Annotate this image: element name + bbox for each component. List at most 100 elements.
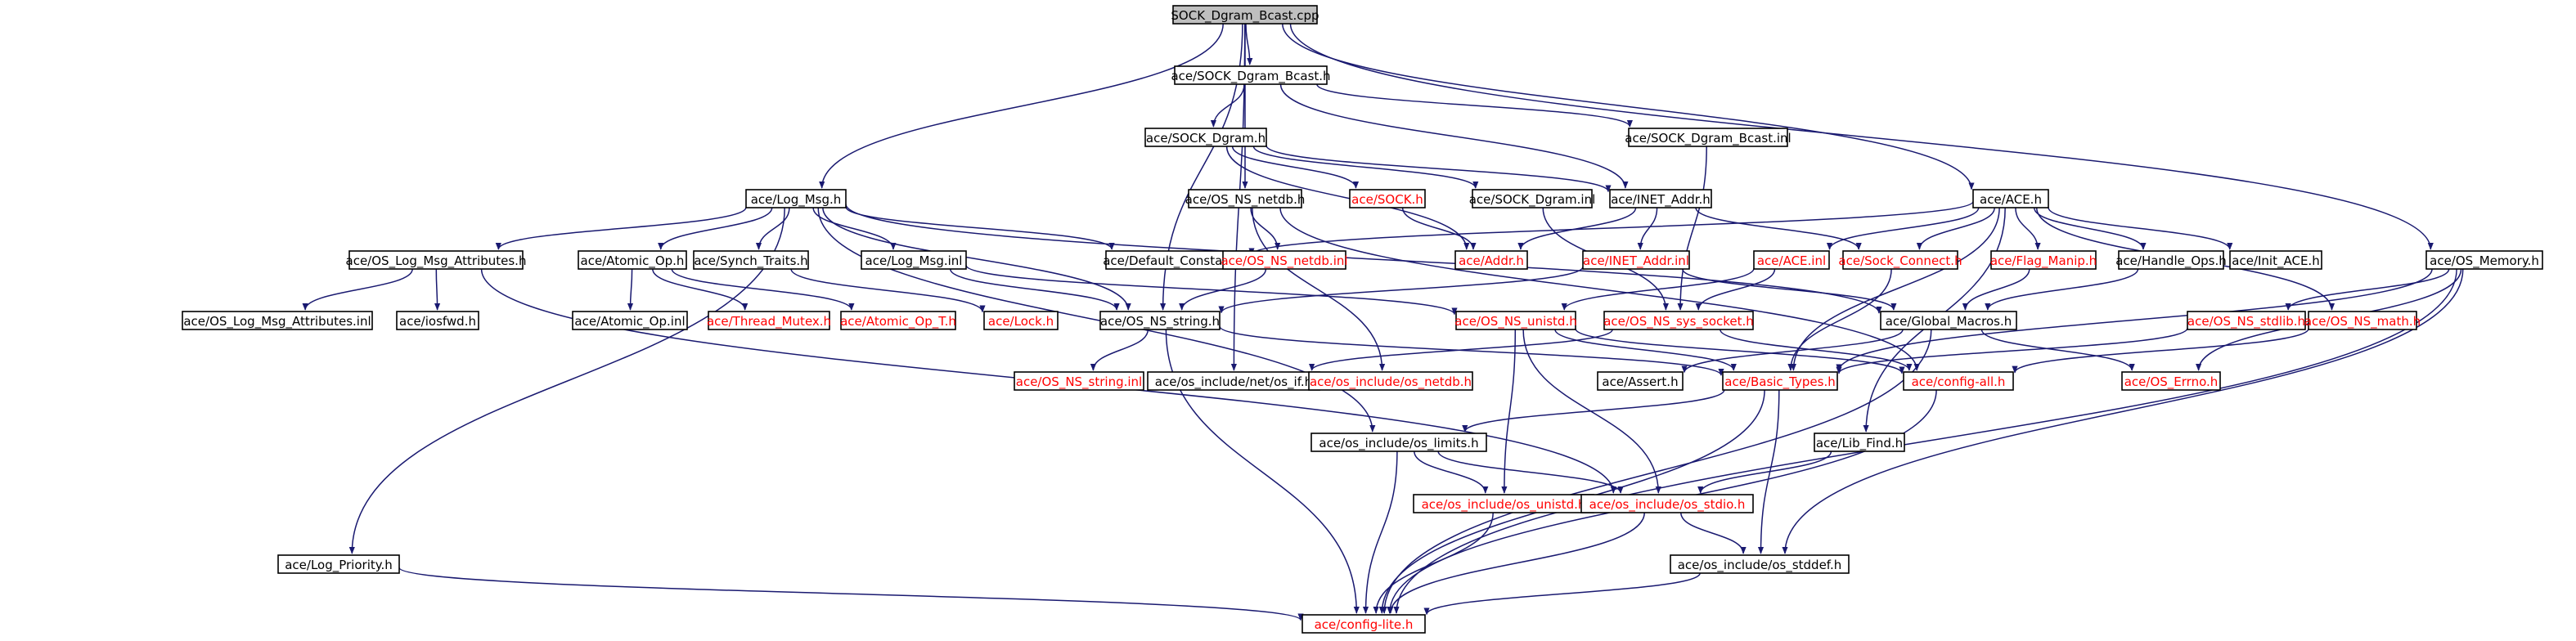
node-label: ace/Lib_Find.h [1816, 436, 1903, 451]
edge-global_macros_h-to-config_lite_h [1381, 329, 1932, 614]
node-ace-h[interactable]: ace/ACE.h [1972, 189, 2049, 208]
node-log-msg-h[interactable]: ace/Log_Msg.h [745, 189, 847, 208]
node-thread-mutex-h: ace/Thread_Mutex.h [707, 311, 831, 330]
node-label: ace/Basic_Types.h [1724, 374, 1835, 390]
edge-os_memory_h-to-os_stddef_h [1782, 268, 2464, 554]
node-label: ace/Atomic_Op.h [581, 253, 685, 269]
node-box [983, 311, 1059, 330]
node-box [1903, 371, 2014, 391]
edge-os_memory_h-to-config_lite_h [1393, 268, 2457, 614]
node-box [2425, 250, 2543, 270]
node-box [1814, 433, 1905, 452]
edge-handle_ops_h-to-global_macros_h [1985, 268, 2139, 311]
node-log-priority-h[interactable]: ace/Log_Priority.h [277, 554, 400, 574]
node-iosfwd-h[interactable]: ace/iosfwd.h [396, 311, 479, 330]
node-os-stddef-h[interactable]: ace/os_include/os_stddef.h [1670, 554, 1850, 574]
node-ace-inl: ace/ACE.inl [1753, 250, 1830, 270]
node-label: ace/ACE.inl [1757, 253, 1826, 268]
node-inet-addr-h[interactable]: ace/INET_Addr.h [1609, 189, 1712, 208]
edge-dgram_h-to-inet_addr_h [1266, 145, 1612, 193]
node-box [1880, 311, 2017, 330]
node-bcast-h[interactable]: ace/SOCK_Dgram_Bcast.h [1171, 65, 1331, 85]
node-box [2118, 250, 2224, 270]
node-label: ace/Assert.h [1602, 374, 1678, 389]
node-label: SOCK_Dgram_Bcast.cpp [1171, 8, 1319, 24]
node-root[interactable]: SOCK_Dgram_Bcast.cpp [1171, 5, 1319, 25]
edge-inet_addr_h-to-sock_connect_h [1695, 207, 1862, 250]
edge-inet_addr_inl-to-global_macros_h [1682, 268, 1897, 311]
node-label: ace/os_include/net/os_if.h [1155, 374, 1312, 390]
node-label: ace/OS_Memory.h [2430, 253, 2539, 269]
node-os-ns-string-h[interactable]: ace/OS_NS_string.h [1099, 311, 1221, 330]
node-init-ace-h[interactable]: ace/Init_ACE.h [2229, 250, 2322, 270]
edge-os_limits_h-to-os_unistd_h [1414, 450, 1489, 494]
node-atomic-op-h[interactable]: ace/Atomic_Op.h [578, 250, 687, 270]
node-label: ace/SOCK_Dgram.h [1146, 131, 1266, 146]
node-box [1990, 250, 2097, 270]
node-config-lite-h: ace/config-lite.h [1301, 614, 1426, 634]
edge-netdb_h-to-config_all_h [1279, 207, 1920, 371]
node-os-ns-math-h: ace/OS_NS_math.h [2304, 311, 2421, 330]
node-label: ace/Synch_Traits.h [694, 253, 807, 269]
node-box [1188, 189, 1302, 208]
node-label: ace/os_include/os_stdio.h [1589, 497, 1746, 513]
node-os-limits-h[interactable]: ace/os_include/os_limits.h [1310, 433, 1487, 452]
node-label: ace/os_include/os_limits.h [1319, 436, 1478, 451]
edge-log_msg_h-to-os_log_attr_h [495, 207, 747, 250]
node-basic-types-h: ace/Basic_Types.h [1722, 371, 1838, 391]
edge-ace_inl-to-os_ns_unistd_h [1561, 267, 1755, 311]
edge-os_ns_sys_socket_h-to-net_if_h [1309, 329, 1613, 371]
node-os-log-attr-inl[interactable]: ace/OS_Log_Msg_Attributes.inl [182, 311, 373, 330]
edge-os_ns_unistd_h-to-os_unistd_h [1501, 329, 1517, 494]
node-lock-h: ace/Lock.h [983, 311, 1059, 330]
edge-ace_inl-to-os_ns_sys_socket_h [1695, 268, 1776, 311]
node-global-macros-h[interactable]: ace/Global_Macros.h [1880, 311, 2017, 330]
edge-os_ns_string_h-to-basic_types_h [1219, 325, 1724, 376]
edge-inet_addr_inl-to-os_ns_string_h [1218, 266, 1584, 314]
node-box [2121, 371, 2221, 391]
edge-os_ns_unistd_h-to-config_all_h [1575, 328, 1905, 374]
node-box [1144, 128, 1267, 147]
node-dgram-h[interactable]: ace/SOCK_Dgram.h [1144, 128, 1267, 147]
edge-synch_traits_h-to-lock_h [790, 268, 986, 313]
node-box [1670, 554, 1850, 574]
node-os-log-attr-h[interactable]: ace/OS_Log_Msg_Attributes.h [346, 250, 527, 270]
node-handle-ops-h[interactable]: ace/Handle_Ops.h [2115, 250, 2227, 270]
edge-log_msg_h-to-os_ns_string_h [822, 207, 1131, 311]
node-label: ace/OS_NS_stdlib.h [2187, 314, 2305, 329]
node-label: ace/INET_Addr.inl [1583, 253, 1689, 269]
node-box [1597, 371, 1684, 391]
node-netdb-h[interactable]: ace/OS_NS_netdb.h [1185, 189, 1306, 208]
node-layer: SOCK_Dgram_Bcast.cpp ace/SOCK_Dgram_Bcast… [182, 5, 2543, 634]
node-box [708, 311, 830, 330]
node-atomic-op-inl[interactable]: ace/Atomic_Op.inl [572, 311, 688, 330]
edge-netdb_inl-to-os_ns_string_h [1179, 268, 1267, 311]
edge-dgram_h-to-dgram_inl [1252, 146, 1479, 189]
node-box [348, 250, 524, 270]
node-dgram-inl[interactable]: ace/SOCK_Dgram.inl [1469, 189, 1596, 208]
edge-basic_types_h-to-os_limits_h [1462, 389, 1725, 433]
node-label: ace/Log_Msg.inl [865, 253, 963, 269]
edge-sock_h-to-addr_h [1401, 207, 1477, 250]
node-box [1172, 5, 1318, 25]
edge-os_ns_string_h-to-os_ns_string_inl [1090, 329, 1149, 371]
node-os-memory-h[interactable]: ace/OS_Memory.h [2425, 250, 2543, 270]
node-default-const-h[interactable]: ace/Default_Constants.h [1103, 250, 1253, 270]
node-lib-find-h[interactable]: ace/Lib_Find.h [1814, 433, 1905, 452]
node-os-netdb-h: ace/os_include/os_netdb.h [1308, 371, 1473, 391]
edge-os_limits_h-to-config_lite_h [1362, 450, 1398, 614]
node-net-if-h[interactable]: ace/os_include/net/os_if.h [1147, 371, 1320, 391]
edge-global_macros_h-to-os_errno_h [1980, 329, 2135, 371]
edge-atomic_op_h-to-atomic_op_t_h [671, 268, 855, 311]
node-log-msg-inl[interactable]: ace/Log_Msg.inl [861, 250, 967, 270]
node-assert-h[interactable]: ace/Assert.h [1597, 371, 1684, 391]
edge-ace_h-to-init_ace_h [2048, 207, 2233, 250]
node-bcast-inl[interactable]: ace/SOCK_Dgram_Bcast.inl [1625, 128, 1792, 147]
edge-dgram_h-to-addr_h [1225, 146, 1470, 250]
node-box [1753, 250, 1830, 270]
node-label: ace/Atomic_Op_T.h [840, 314, 956, 329]
node-label: ace/config-all.h [1912, 374, 2006, 389]
node-label: ace/Lock.h [988, 314, 1054, 329]
node-synch-traits-h[interactable]: ace/Synch_Traits.h [693, 250, 809, 270]
node-box [1472, 189, 1593, 208]
